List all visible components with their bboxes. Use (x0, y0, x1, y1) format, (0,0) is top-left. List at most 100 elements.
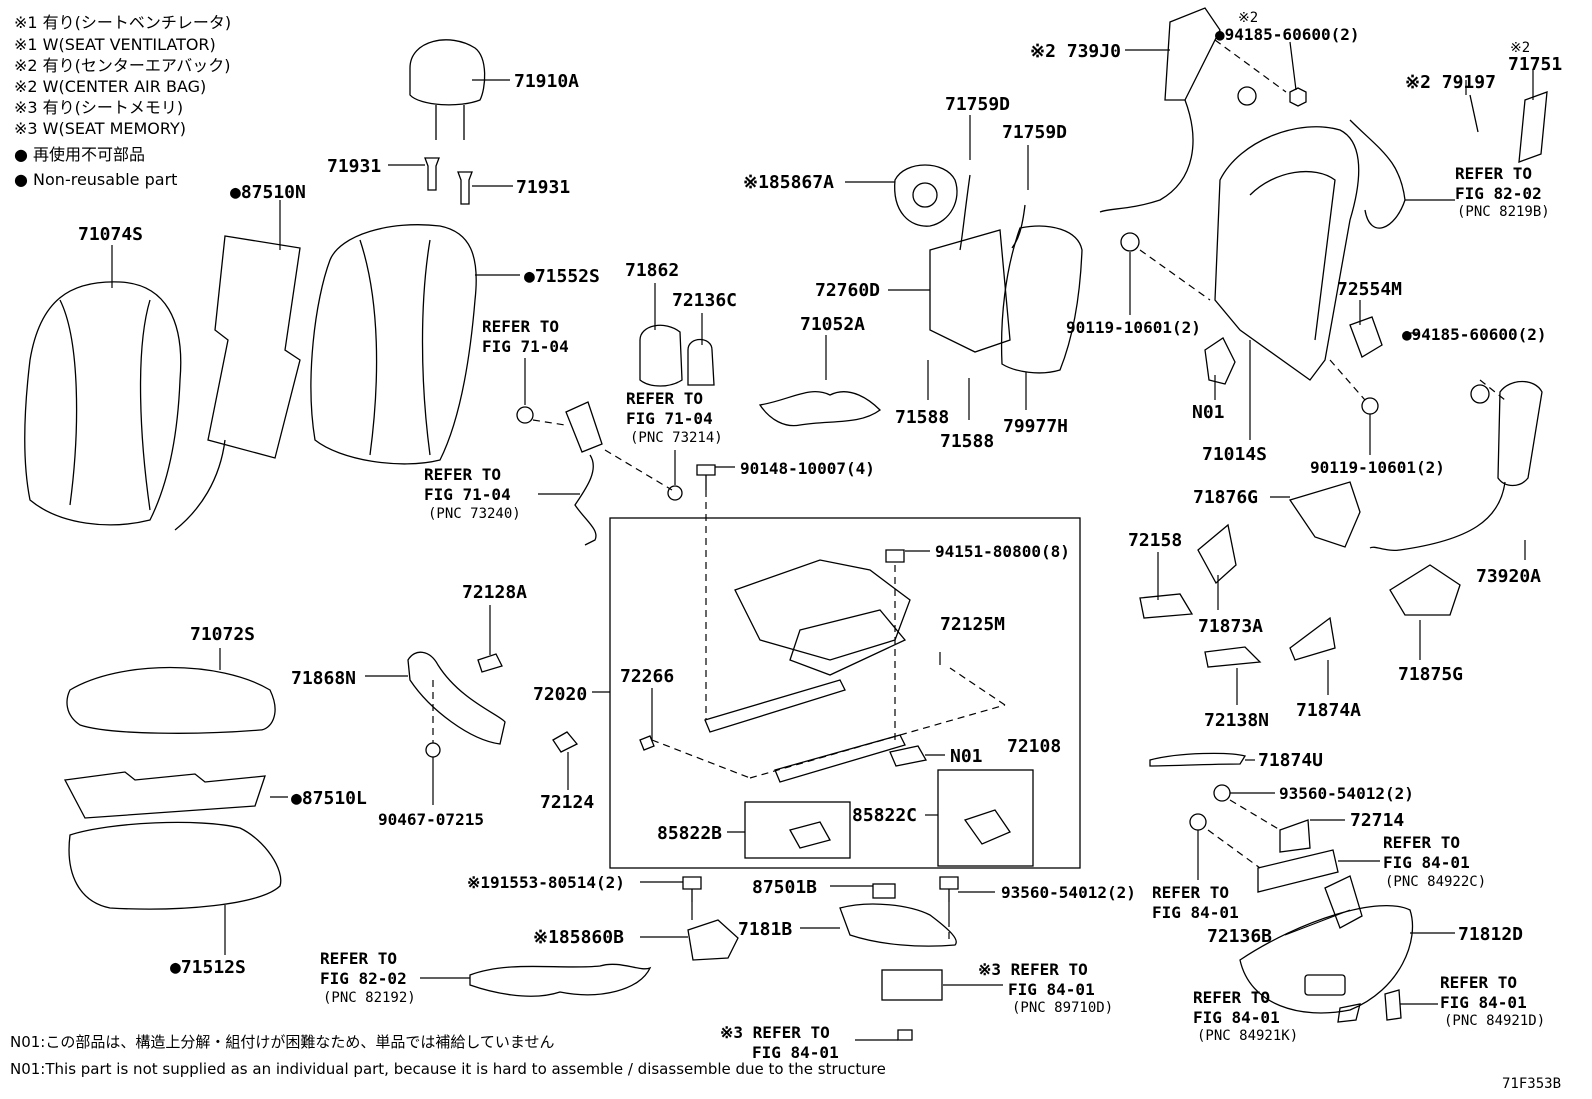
back-frame-drawing (1214, 126, 1360, 381)
refer-block-r2: REFER TO FIG 71-04 (PNC 73214) (626, 389, 723, 446)
refer-block-r10: REFER TO FIG 84-01 (PNC 84921K) (1193, 988, 1298, 1044)
label-94151: 94151-80800(8) (935, 542, 1070, 561)
back-pad-drawing (310, 224, 477, 465)
cushion-cover-drawing (66, 666, 276, 734)
heater-cushion-drawing (63, 771, 266, 819)
headrest-drawing (409, 39, 486, 106)
label-71588-a: 71588 (895, 407, 949, 428)
part-85860B-drawing (687, 919, 739, 961)
svg-text:FIG 84-01: FIG 84-01 (1383, 853, 1470, 872)
legend-line-4: ※2 W(CENTER AIR BAG) (14, 77, 206, 96)
label-71873A: 71873A (1198, 616, 1263, 637)
label-71052A: 71052A (800, 314, 865, 335)
svg-text:※3 REFER TO: ※3 REFER TO (720, 1023, 830, 1042)
cushion-pad-drawing (68, 821, 282, 910)
airbag-73920A-drawing (1497, 380, 1543, 487)
label-71759D-a: 71759D (945, 94, 1010, 115)
legend-line-8: ● Non-reusable part (14, 170, 177, 189)
svg-text:FIG 84-01: FIG 84-01 (1193, 1008, 1280, 1027)
label-94185-top: ●94185-60600(2) (1215, 25, 1360, 44)
legend: ※1 有り(シートベンチレータ) ※1 W(SEAT VENTILATOR) ※… (14, 13, 231, 189)
label-72020: 72020 (533, 684, 587, 705)
guide-a-drawing (424, 157, 440, 191)
footnotes: N01:この部品は、構造上分解・組付けが困難なため、単品では補給していません N… (10, 1033, 886, 1078)
label-79197: ※2 79197 (1405, 72, 1496, 93)
part-72136B-drawing (1324, 875, 1363, 929)
refer-block-r5: REFER TO FIG 84-01 (PNC 84922C) (1383, 833, 1486, 890)
svg-text:FIG 82-02: FIG 82-02 (320, 969, 407, 988)
cover-72138N-drawing (1204, 646, 1262, 668)
label-71074S: 71074S (78, 224, 143, 245)
bracket-72554M-drawing (1349, 316, 1383, 358)
label-N01-b: N01 (950, 746, 983, 767)
legend-line-1: ※1 有り(シートベンチレータ) (14, 13, 231, 32)
refer-blocks: REFER TO FIG 71-04 REFER TO FIG 71-04 (P… (320, 164, 1550, 1062)
label-90467: 90467-07215 (378, 810, 484, 829)
cover-71876G-drawing (1288, 481, 1361, 548)
heater-back-drawing (207, 235, 301, 459)
refer-block-r1: REFER TO FIG 71-04 (482, 317, 569, 356)
part-72136C-drawing (687, 338, 715, 386)
svg-text:(PNC 82192): (PNC 82192) (323, 990, 416, 1006)
label-72108: 72108 (1007, 736, 1061, 757)
label-72266: 72266 (620, 666, 674, 687)
label-71875G: 71875G (1398, 664, 1463, 685)
svg-text:FIG 84-01: FIG 84-01 (1152, 903, 1239, 922)
svg-text:(PNC 8219B): (PNC 8219B) (1457, 204, 1550, 220)
svg-text:FIG 84-01: FIG 84-01 (1008, 980, 1095, 999)
label-71931-a: 71931 (327, 156, 381, 177)
svg-text:FIG 82-02: FIG 82-02 (1455, 184, 1542, 203)
svg-text:※3 REFER TO: ※3 REFER TO (978, 960, 1088, 979)
label-71759D-b: 71759D (1002, 122, 1067, 143)
clip-72128A-drawing (477, 653, 503, 673)
trim-71868N-drawing (407, 651, 506, 745)
label-739J0: ※2 739J0 (1030, 41, 1121, 62)
lumbar-drawing (929, 229, 1011, 353)
label-79977H: 79977H (1003, 416, 1068, 437)
label-72714: 72714 (1350, 810, 1404, 831)
label-72554M: 72554M (1337, 279, 1402, 300)
label-93560-b: 93560-54012(2) (1001, 883, 1136, 902)
label-93560-a: 93560-54012(2) (1279, 784, 1414, 803)
label-85822B: 85822B (657, 823, 722, 844)
label-71874U: 71874U (1258, 750, 1323, 771)
part-labels: 71910A 71931 71931 ●87510N 71074S ●71552… (78, 10, 1562, 1092)
clip-72266-drawing (639, 735, 655, 751)
label-71874A: 71874A (1296, 700, 1361, 721)
refer-block-r9: ※3 REFER TO FIG 84-01 (720, 1023, 839, 1062)
label-71751: 71751 (1508, 54, 1562, 75)
svg-text:FIG 71-04: FIG 71-04 (424, 485, 511, 504)
part-85867A-drawing (894, 164, 958, 227)
refer-block-r6: REFER TO FIG 84-01 (1152, 883, 1239, 922)
label-72125M: 72125M (940, 614, 1005, 635)
legend-line-7: ● 再使用不可部品 (14, 145, 145, 164)
svg-text:REFER TO: REFER TO (320, 949, 397, 968)
bracket-72714-drawing (1279, 819, 1311, 853)
shield-71812D-drawing (1239, 904, 1414, 1014)
label-71868N: 71868N (291, 668, 356, 689)
label-94185-mid: ●94185-60600(2) (1402, 325, 1547, 344)
svg-text:(PNC 89710D): (PNC 89710D) (1012, 1000, 1113, 1016)
buckle-drawing (565, 401, 603, 453)
harness-82192-drawing (469, 963, 652, 997)
part-87501B-drawing (872, 883, 896, 899)
label-90119-b: 90119-10601(2) (1310, 458, 1445, 477)
legend-line-2: ※1 W(SEAT VENTILATOR) (14, 35, 216, 54)
cover-71874U-drawing (1149, 752, 1247, 767)
label-72138N: 72138N (1204, 710, 1269, 731)
svg-text:(PNC 84921D): (PNC 84921D) (1444, 1013, 1545, 1029)
part-71751-drawing (1518, 91, 1548, 163)
refer-block-r8: ※3 REFER TO FIG 84-01 (PNC 89710D) (978, 960, 1113, 1016)
label-87510L: ●87510L (291, 788, 367, 809)
airbag-739J0-drawing (1164, 7, 1221, 101)
guide-b-drawing (457, 171, 473, 205)
svg-text:REFER TO: REFER TO (1440, 973, 1517, 992)
svg-text:REFER TO: REFER TO (626, 389, 703, 408)
label-90119-a: 90119-10601(2) (1066, 318, 1201, 337)
label-91553: ※191553-80514(2) (467, 873, 625, 892)
harness-71052A-drawing (758, 391, 881, 427)
label-71588-b: 71588 (940, 431, 994, 452)
svg-text:FIG 84-01: FIG 84-01 (1440, 993, 1527, 1012)
label-72136C: 72136C (672, 290, 737, 311)
svg-text:REFER TO: REFER TO (424, 465, 501, 484)
